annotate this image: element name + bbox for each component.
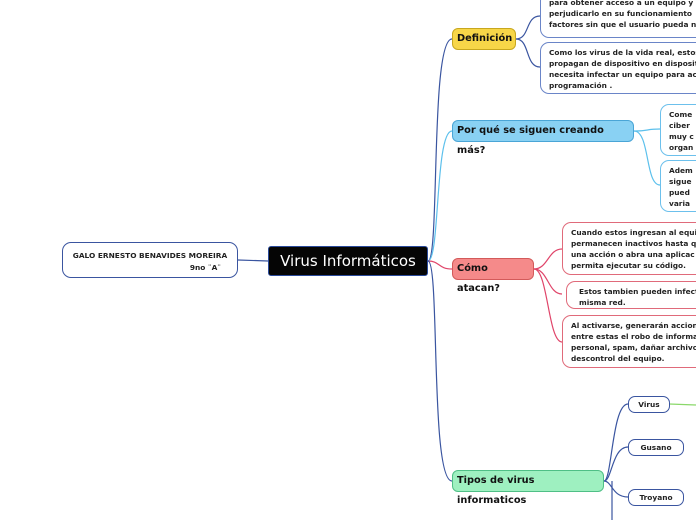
subtopic-line: necesita infectar un equipo para ac <box>549 70 696 79</box>
central-topic[interactable]: Virus Informáticos <box>268 246 428 276</box>
subtopic-line: ciber <box>669 121 690 130</box>
subtopic-line: descontrol del equipo. <box>571 354 665 363</box>
subtopic-line: personal, spam, dañar archivo <box>571 343 696 352</box>
link-tipos <box>427 260 453 482</box>
subtopic-definicion-1[interactable]: para obtener acceso a un equipo y perjud… <box>540 0 696 38</box>
link-definicion <box>427 38 453 262</box>
subtopic-line: varia <box>669 199 690 208</box>
link-author <box>237 259 269 262</box>
subtopic-line: programación . <box>549 81 613 90</box>
subtopic-troyano[interactable]: Troyano <box>628 489 684 506</box>
subtopic-gusano[interactable]: Gusano <box>628 439 684 456</box>
link-como <box>427 260 453 270</box>
subtopic-line: factores sin que el usuario pueda no <box>549 20 696 29</box>
subtopic-como-1[interactable]: Cuando estos ingresan al equi permanecen… <box>562 222 696 275</box>
subtopic-line: Adem <box>669 166 693 175</box>
subtopic-line: sigue <box>669 177 692 186</box>
subtopic-line: organ <box>669 143 694 152</box>
subtopic-line: propagan de dispositivo en disposit <box>549 59 696 68</box>
topic-definicion[interactable]: Definición <box>452 28 516 50</box>
subtopic-por-que-2[interactable]: Adem sigue pued varia <box>660 160 696 212</box>
author-name: GALO ERNESTO BENAVIDES MOREIRA <box>72 251 228 260</box>
subtopic-line: Come <box>669 110 693 119</box>
subtopic-line: Cuando estos ingresan al equi <box>571 228 696 237</box>
subtopic-como-2[interactable]: Estos tambien pueden infecta misma red. <box>566 281 696 309</box>
subtopic-line: Estos tambien pueden infecta <box>579 287 696 296</box>
subtopic-line: permanecen inactivos hasta q <box>571 239 696 248</box>
subtopic-como-3[interactable]: Al activarse, generarán accion entre est… <box>562 315 696 368</box>
subtopic-line: Al activarse, generarán accion <box>571 321 696 330</box>
subtopic-por-que-1[interactable]: Come ciber muy c organ <box>660 104 696 156</box>
subtopic-line: permita ejecutar su código. <box>571 261 686 270</box>
topic-tipos[interactable]: Tipos de virus informaticos <box>452 470 604 506</box>
subtopic-definicion-2[interactable]: Como los virus de la vida real, estos pr… <box>540 42 696 94</box>
subtopic-virus[interactable]: Virus <box>628 396 670 413</box>
subtopic-line: perjudicarlo en su funcionamiento <box>549 9 692 18</box>
author-grade: 9no ¨A¨ <box>189 263 221 272</box>
subtopic-line: pued <box>669 188 690 197</box>
subtopic-line: entre estas el robo de informa <box>571 332 696 341</box>
subtopic-line: Como los virus de la vida real, estos <box>549 48 696 57</box>
subtopic-line: misma red. <box>579 298 626 307</box>
link-porque <box>427 130 453 262</box>
subtopic-line: una acción o abra una aplicac <box>571 250 695 259</box>
topic-por-que[interactable]: Por qué se siguen creando más? <box>452 120 634 156</box>
subtopic-line: para obtener acceso a un equipo y <box>549 0 694 7</box>
topic-como-atacan[interactable]: Cómo atacan? <box>452 258 534 294</box>
subtopic-line: muy c <box>669 132 694 141</box>
author-node[interactable]: GALO ERNESTO BENAVIDES MOREIRA 9no ¨A¨ <box>62 242 238 278</box>
